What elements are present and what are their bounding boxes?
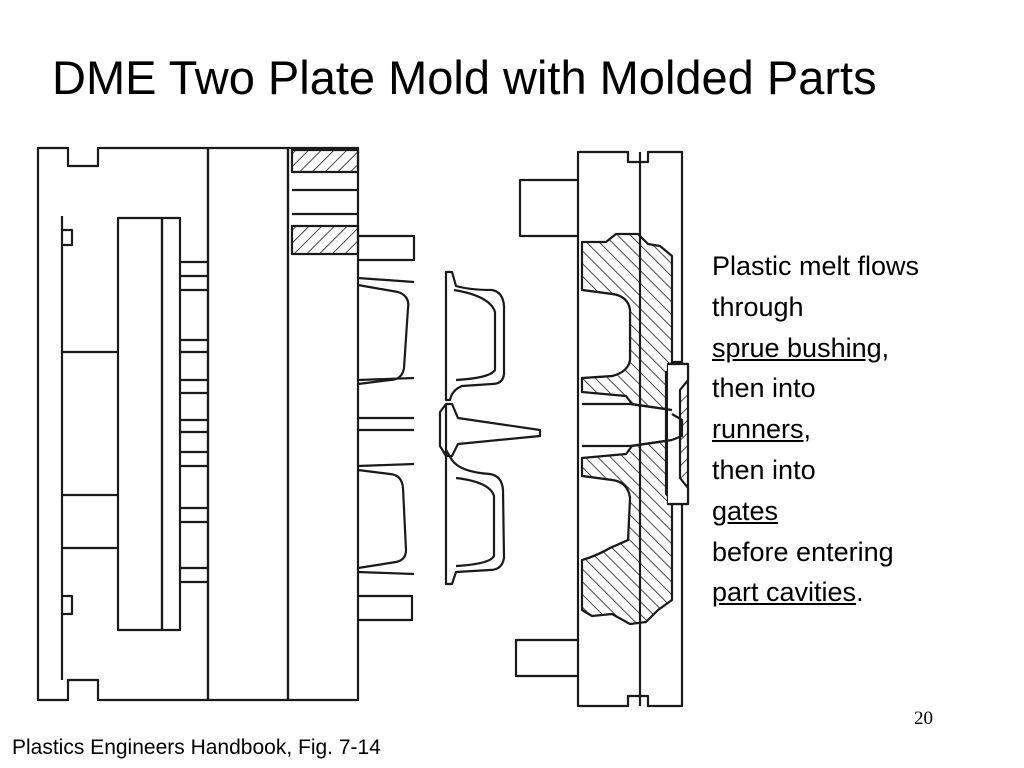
explanation-line: before entering (712, 536, 894, 567)
gates-term: gates (712, 495, 779, 526)
explanation-line: then into (712, 373, 816, 404)
page-number: 20 (914, 708, 933, 729)
explanation-line: Plastic melt flows (712, 251, 920, 281)
movable-half (36, 146, 416, 702)
explanation-line: sprue bushing, (712, 328, 1012, 369)
part-cavities-term: part cavities (712, 577, 857, 608)
slide-title: DME Two Plate Mold with Molded Parts (52, 51, 877, 104)
molded-parts (438, 270, 542, 586)
stationary-half (514, 150, 690, 708)
source-citation: Plastics Engineers Handbook, Fig. 7-14 (12, 736, 381, 759)
lower-part (444, 448, 506, 586)
upper-core (357, 283, 410, 386)
explanation-line: part cavities. (712, 572, 1012, 613)
explanation-line: gates (712, 491, 1012, 532)
sprue-bushing-term: sprue bushing (712, 332, 882, 363)
core-plate (286, 146, 360, 702)
locating-ring (668, 362, 690, 506)
explanation-line: runners, (712, 409, 1012, 450)
process-explanation: Plastic melt flows through sprue bushing… (712, 246, 1012, 613)
explanation-line: through (712, 291, 804, 322)
support-plate (206, 146, 290, 702)
punctuation: . (856, 577, 864, 608)
punctuation: , (881, 332, 890, 363)
ejector-plate (160, 216, 182, 632)
lower-core (357, 468, 408, 570)
runners-term: runners (712, 414, 804, 445)
explanation-line: then into (712, 454, 816, 485)
ejector-retainer-plate (116, 216, 164, 632)
punctuation: , (803, 414, 812, 445)
two-plate-mold-diagram (36, 146, 690, 708)
upper-part (444, 270, 506, 402)
sprue (438, 402, 542, 458)
